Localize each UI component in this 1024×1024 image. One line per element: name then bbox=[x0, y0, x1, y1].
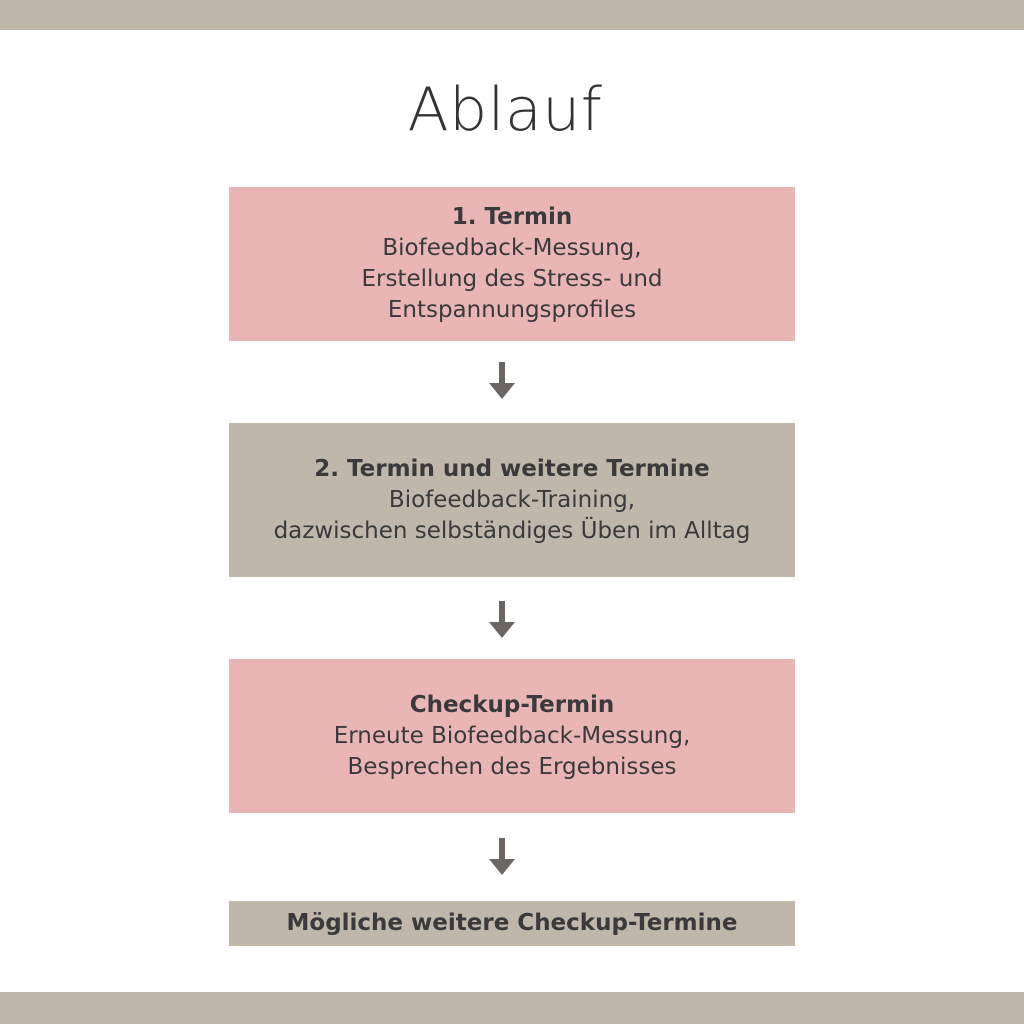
step-2-line-1: Biofeedback-Training, bbox=[388, 486, 636, 513]
step-3-line-2: Besprechen des Ergebnisses bbox=[347, 753, 677, 780]
step-2-box: 2. Termin und weitere Termine Biofeedbac… bbox=[229, 423, 795, 577]
step-4-heading: Mögliche weitere Checkup-Termine bbox=[286, 910, 738, 936]
top-band bbox=[0, 0, 1024, 30]
step-1-box: 1. Termin Biofeedback-Messung, Erstellun… bbox=[229, 187, 795, 341]
step-2-line-2: dazwischen selbständiges Üben im Alltag bbox=[273, 517, 751, 544]
step-1-line-1: Biofeedback-Messung, bbox=[382, 235, 642, 261]
step-3-heading: Checkup-Termin bbox=[409, 691, 615, 718]
step-3-line-1: Erneute Biofeedback-Messung, bbox=[333, 722, 691, 749]
arrow-down-icon bbox=[489, 838, 515, 875]
step-1-heading: 1. Termin bbox=[451, 204, 573, 230]
step-4-box: Mögliche weitere Checkup-Termine bbox=[229, 901, 795, 946]
page-title: Ablauf bbox=[407, 75, 603, 145]
step-1-line-2: Erstellung des Stress- und bbox=[361, 266, 663, 292]
step-2-heading: 2. Termin und weitere Termine bbox=[314, 455, 710, 482]
arrow-down-icon bbox=[489, 601, 515, 638]
step-3-box: Checkup-Termin Erneute Biofeedback-Messu… bbox=[229, 659, 795, 813]
bottom-band bbox=[0, 992, 1024, 1024]
step-1-line-3: Entspannungsprofiles bbox=[387, 297, 637, 323]
arrow-down-icon bbox=[489, 362, 515, 399]
